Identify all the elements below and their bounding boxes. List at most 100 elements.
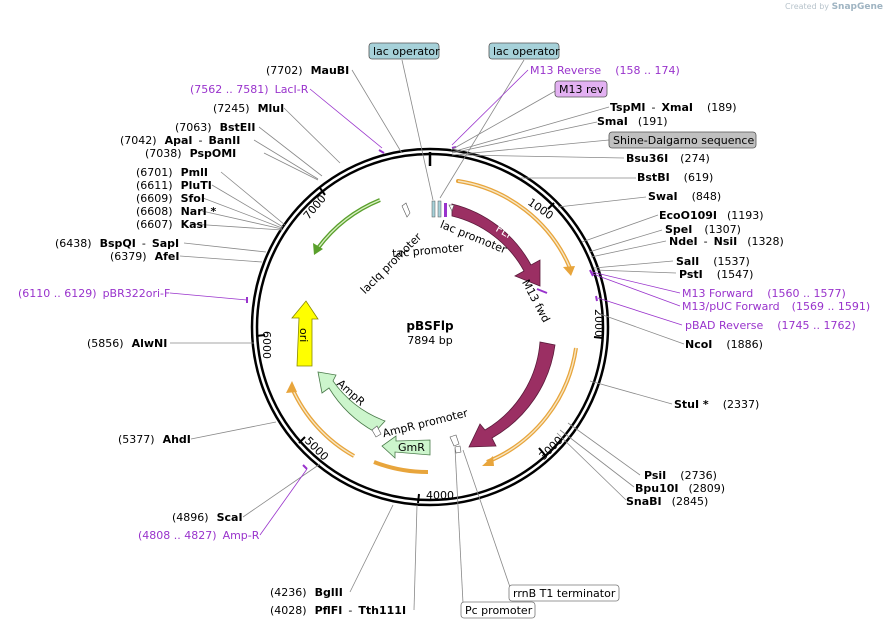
flp-orange-arrowhead [563, 266, 575, 276]
lead-ecoo109i [581, 214, 659, 243]
ampr-feature-arrow [317, 371, 386, 433]
enzyme-smai: SmaI(191) [597, 115, 668, 128]
watermark-prefix: Created by [785, 2, 830, 11]
lead-pspomi [263, 152, 319, 181]
primer-mark-m13-forward [589, 269, 594, 277]
lead-ahdi [190, 421, 277, 440]
enzyme-alwni: (5856)AlwNI [87, 337, 167, 350]
tick-7000 [319, 187, 326, 196]
enzyme-ncoi: NcoI(1886) [685, 338, 763, 351]
lead-bsteii [258, 126, 323, 177]
enzyme-bspqi: (6438)BspQI-SapI [55, 237, 179, 250]
tick-2000 [593, 336, 604, 339]
enzyme-tspmi: TspMI-XmaI(189) [610, 101, 737, 114]
ampr-orange-arc-core [291, 387, 355, 457]
lead-m13-rev-box [450, 89, 558, 151]
tac-promoter-label: tac promoter [392, 241, 465, 260]
enzyme-swai: SwaI(848) [648, 190, 721, 203]
m13-rev-box: M13 rev [554, 80, 608, 98]
enzyme-maubi: (7702)MauBI [266, 64, 349, 77]
pc-promoter-mark [449, 434, 460, 447]
tick-3000 [538, 447, 546, 456]
enzyme-spei: SpeI(1307) [665, 223, 741, 236]
lead-pc-promoter [454, 447, 464, 604]
primer-mark-amp-r [302, 464, 308, 470]
enzyme-ndei: NdeI-NsiI(1328) [669, 235, 784, 248]
primer-mark-pbad-reverse [595, 295, 598, 302]
lead-ncoi [599, 313, 685, 345]
enzyme-bsu36i: Bsu36I(274) [626, 152, 710, 165]
backbone-outer-ring [250, 147, 610, 507]
lead-nari [201, 210, 283, 230]
laciq-green-arrowhead [313, 243, 323, 255]
lead-scai [242, 463, 321, 518]
lac-operator-box-2: lac operator [488, 42, 560, 60]
ori-feature-arrow [291, 300, 319, 367]
enzyme-psti: PstI(1547) [679, 268, 753, 281]
lead-psti [594, 269, 677, 274]
enzyme-kasi: (6607)KasI [136, 218, 207, 231]
lead-snabi [556, 432, 627, 501]
enzyme-bpu10i: Bpu10I(2809) [635, 482, 725, 495]
enzyme-snabi: SnaBI(2845) [626, 495, 708, 508]
lac-operator-box-1: lac operator [368, 42, 440, 60]
tick-label-2000: 2000 [592, 309, 605, 337]
lac-promoter-mark [448, 204, 455, 212]
tick-marks [255, 187, 604, 504]
ori-label: ori [297, 328, 310, 342]
gmr-orange-arc [373, 460, 429, 475]
lac-operator-box-2-text: lac operator [493, 45, 560, 58]
rrnb-box-text: rrnB T1 terminator [513, 587, 616, 600]
lead-pflfi [413, 504, 418, 611]
enzyme-stui: StuI *(2337) [674, 398, 759, 411]
tick-6000 [255, 334, 266, 337]
primer-amp-r: (4808 .. 4827)Amp-R [138, 529, 260, 542]
leader-lines [169, 59, 685, 611]
pc-promoter-box: Pc promoter [460, 601, 536, 619]
rrnb-box: rrnB T1 terminator [508, 584, 620, 602]
sacb-orange-arc-core [486, 347, 577, 463]
enzyme-pspomi: (7038)PspOMI [145, 147, 236, 160]
m13rev-mark [444, 203, 447, 217]
lead-m13-forward [591, 271, 681, 294]
enzyme-sfoi: (6609)SfoI [136, 192, 205, 205]
lead-psii [567, 422, 641, 476]
plasmid-size: 7894 bp [407, 334, 452, 347]
lead-rrnb [462, 449, 513, 594]
lead-m13-puc-forward [592, 273, 681, 307]
lead-maubi [351, 69, 403, 154]
shine-dalgarno-box-text: Shine-Dalgarno sequence [613, 134, 754, 147]
enzyme-pluti: (6611)PluTI [136, 179, 212, 192]
sacb-label: SacB [497, 374, 522, 404]
enzyme-afei: (6379)AfeI [110, 250, 179, 263]
lead-swai [557, 196, 647, 208]
enzyme-pflfi: (4028)PflFI-Tth111I [270, 604, 406, 617]
lead-bglii [349, 504, 394, 593]
ampr-promoter-mark [371, 425, 382, 438]
lead-apai [253, 139, 319, 180]
lead-pbr322ori-f [169, 292, 248, 301]
lead-sd [451, 139, 610, 156]
tick-label-6000: 6000 [260, 331, 273, 359]
flp-orange-arc-core [457, 180, 571, 269]
snapgene-watermark: Created by SnapGene [785, 2, 883, 12]
lead-laci-r [309, 88, 383, 149]
enzyme-apai: (7042)ApaI-BanII [120, 134, 240, 147]
enzyme-bstbi: BstBI(619) [637, 171, 713, 184]
lead-spei [588, 229, 663, 253]
lead-stui [589, 380, 673, 405]
lead-pluti [211, 184, 284, 228]
lead-pmli [220, 171, 286, 226]
laciq-green-arc [316, 198, 381, 250]
enzyme-mlui: (7245)MluI [213, 102, 284, 115]
lead-amp-r [259, 468, 308, 536]
m13-rev-box-text: M13 rev [559, 83, 604, 96]
lead-lac-operator-2 [439, 59, 525, 199]
primer-mark-laci-r [378, 149, 385, 154]
lead-afei [179, 255, 263, 263]
enzyme-scai: (4896)ScaI [172, 511, 243, 524]
enzyme-bsteii: (7063)BstEII [175, 121, 255, 134]
enzyme-nari: (6608)NarI * [136, 205, 217, 218]
lead-sali [593, 260, 674, 269]
